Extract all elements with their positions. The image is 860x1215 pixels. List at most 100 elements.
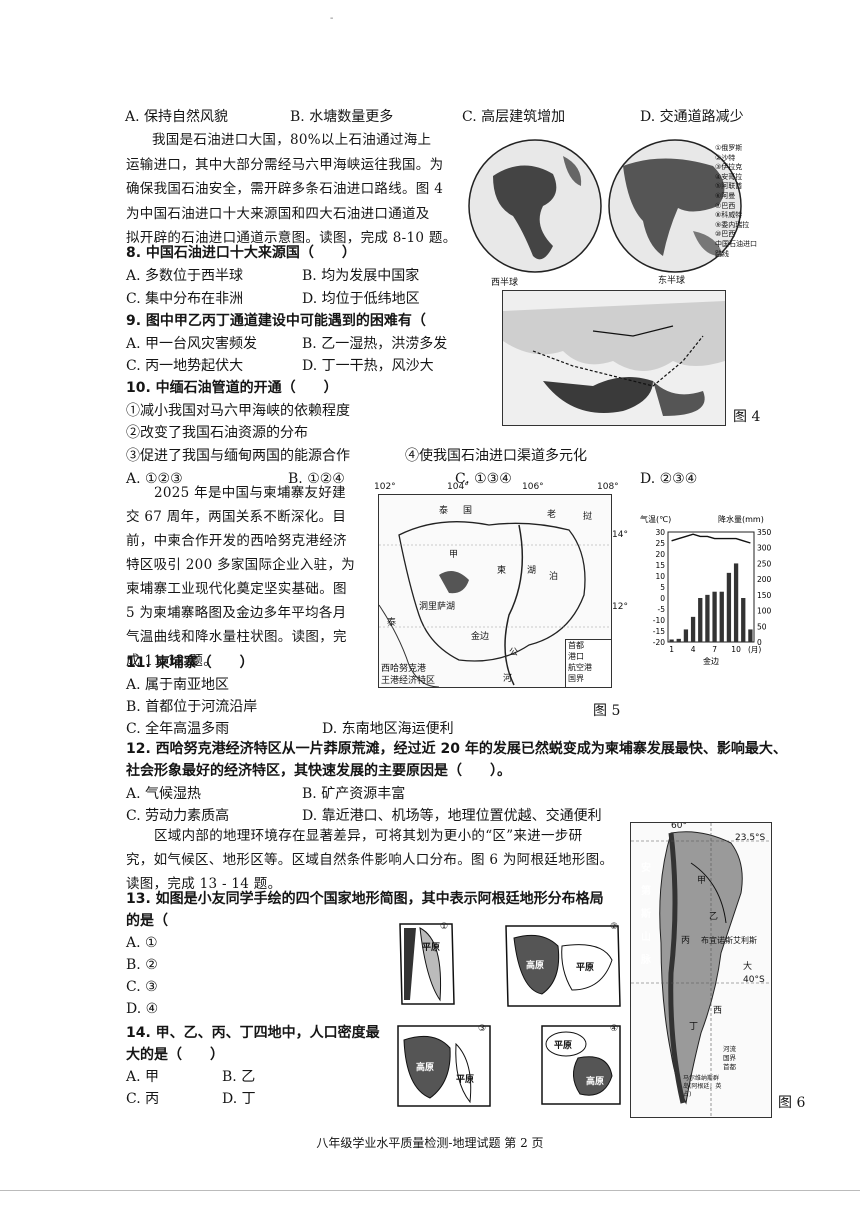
cambodia-intro: 2025 年是中国与柬埔寨友好建 交 67 周年，两国关系不断深化。目 前，中柬… (126, 481, 355, 673)
q10-item-1: ①减小我国对马六甲海峡的依赖程度 (126, 403, 350, 419)
legend-item: ⑨委内瑞拉 (715, 220, 750, 229)
precip-bar (719, 591, 724, 642)
q8-option-c: C. 集中分布在非洲 (126, 291, 244, 307)
islands-label: 马尔维纳斯群岛(阿根廷，英占) (683, 1075, 722, 1098)
lon-label: 104° (447, 482, 469, 492)
legend-item: ⑧科威特 (715, 211, 743, 220)
precip-bar (683, 629, 689, 642)
page-footer: 八年级学业水平质量检测-地理试题 第 2 页 (316, 1136, 544, 1150)
oil-intro-line: 拟开辟的石油进口通道示意图。读图，完成 8-10 题。 (126, 230, 457, 246)
q13-stem-line: 的是（ (126, 913, 168, 929)
q12-stem-line: 12. 西哈努克港经济特区从一片莽原荒滩，经过近 20 年的发展已然蜕变成为柬埔… (126, 741, 787, 757)
legend-item: 首都 (568, 641, 584, 650)
q12-option-c: C. 劳动力素质高 (126, 808, 230, 824)
q13-option-c: C. ③ (126, 979, 158, 995)
right-tick-label: 150 (757, 591, 772, 600)
figure-5-caption: 图 5 (593, 703, 621, 719)
left-tick-label: 10 (655, 572, 665, 581)
q7-option-a: A. 保持自然风貌 (125, 109, 229, 125)
figure-4-hemispheres: 西半球 东半球 ①俄罗斯 ②沙特 ③伊拉克 ④安哥拉 ⑤阿联酋 ⑥阿曼 ⑦巴西 … (463, 136, 757, 288)
sketch-number: ④ (610, 1024, 619, 1034)
map-label: 柬 (497, 566, 507, 576)
q9-option-d: D. 丁一干热，风沙大 (302, 358, 434, 374)
q14-stem-line: 14. 甲、乙、丙、丁四地中，人口密度最 (126, 1025, 380, 1041)
argentina-map-drawing (631, 823, 771, 1117)
q9-option-a: A. 甲一台风灾害频发 (126, 336, 258, 352)
q7-option-c: C. 高层建筑增加 (462, 109, 566, 125)
left-tick-label: -15 (653, 627, 665, 636)
q11-stem: 11. 柬埔寨（ ） (126, 655, 254, 671)
lon-label: 106° (522, 482, 544, 492)
q14-stem-line: 大的是（ ） (126, 1047, 224, 1063)
cambodia-intro-line: 前，中柬合作开发的西哈努克港经济 (126, 533, 347, 549)
fig6-lon-label: 60° (671, 822, 687, 831)
map-label: 公 (509, 648, 519, 658)
figure-5-map: 102° 104° 106° 108° 泰 国 老 挝 甲 柬 湖 泊 泰 洞里… (372, 482, 628, 692)
map-label: 湖 (527, 566, 537, 576)
lon-label: 108° (597, 482, 619, 492)
q13-option-b: B. ② (126, 957, 158, 973)
precip-bar (741, 598, 746, 642)
q12-stem-line: 社会形象最好的经济特区，其快速发展的主要原因是（ ）。 (126, 763, 511, 779)
fig5-legend: 首都 港口 航空港 国界 (565, 639, 611, 687)
precip-bar (690, 616, 696, 642)
figure-4-route-map (502, 290, 726, 426)
legend-item: 中国石油进口路线 (715, 239, 757, 258)
plot-frame (667, 531, 755, 643)
q13-stem-line: 13. 如图是小友同学手绘的四个国家地形简图，其中表示阿根廷地形分布格局 (126, 891, 604, 907)
q9-option-b: B. 乙一湿热，洪涝多发 (302, 336, 448, 352)
ocean-label: 大 (743, 962, 753, 972)
q10-stem: 10. 中缅石油管道的开通（ ） (126, 380, 338, 396)
sketch-1: ① 平原 (396, 920, 456, 1008)
sketch-number: ② (610, 922, 619, 932)
precip-bar (726, 572, 732, 642)
left-tick-label: 30 (655, 528, 665, 537)
cambodia-map-frame: 泰 国 老 挝 甲 柬 湖 泊 泰 洞里萨湖 金边 公 河 西哈努克港 王港经济… (378, 494, 612, 688)
legend-item: ③伊拉克 (715, 163, 743, 172)
figure-4-caption: 图 4 (733, 409, 761, 425)
q13-option-a: A. ① (126, 935, 158, 951)
q7-option-b: B. 水塘数量更多 (290, 109, 394, 125)
region-label: 乙 (709, 912, 719, 922)
fig6-lat-label: 40°S (743, 975, 765, 985)
climate-chart-svg: 气温(℃)降水量(mm)302520151050-5-10-15-2035030… (640, 514, 772, 666)
hemisphere-map (468, 139, 742, 273)
left-tick-label: 0 (660, 594, 665, 603)
q8-option-b: B. 均为发展中国家 (302, 268, 420, 284)
fig4-legend: ①俄罗斯 ②沙特 ③伊拉克 ④安哥拉 ⑤阿联酋 ⑥阿曼 ⑦巴西 ⑧科威特 ⑨委内… (715, 144, 757, 259)
q10-option-b: B. ①②④ (288, 471, 345, 487)
q10-item-3: ③促进了我国与缅甸两国的能源合作 (126, 448, 350, 464)
argentina-intro-line: 究，如气候区、地形区等。区域自然条件影响人口分布。图 6 为阿根廷地形图。 (126, 852, 614, 868)
q12-option-b: B. 矿产资源丰富 (302, 786, 406, 802)
sketch-4: ④ 平原 高原 (538, 1022, 624, 1108)
map-label: 洞里萨湖 (419, 602, 456, 612)
right-tick-label: 200 (757, 575, 772, 584)
q10-option-a: A. ①②③ (126, 471, 183, 487)
q11-option-a: A. 属于南亚地区 (126, 677, 230, 693)
precip-bar (733, 563, 739, 642)
q12-option-a: A. 气候湿热 (126, 786, 202, 802)
page-mark: - (330, 13, 334, 24)
map-label: 金边 (471, 632, 490, 642)
left-tick-label: -10 (653, 616, 665, 625)
andes-char: 脉 (641, 955, 651, 966)
lon-label: 102° (374, 482, 396, 492)
right-tick-label: 100 (757, 607, 772, 616)
q10-option-c: C. ①③④ (455, 471, 512, 487)
sketch-3: ③ 高原 平原 (394, 1022, 494, 1110)
precip-bar (705, 594, 710, 642)
oil-intro-line: 确保我国石油安全，需开辟多条石油进口路线。图 4 (126, 181, 444, 197)
legend-item: ④安哥拉 (715, 172, 743, 181)
andes-label: 安 第 斯 山 脉 (641, 857, 651, 972)
andes-char: 安 (641, 863, 651, 874)
map-label: 国 (463, 506, 473, 516)
q8-stem: 8. 中国石油进口十大来源国（ ） (126, 245, 356, 261)
andes-char: 斯 (641, 909, 651, 920)
andes-char: 山 (641, 932, 651, 943)
cambodia-intro-line: 气温曲线和降水量柱状图。读图，完 (126, 629, 347, 645)
q10-option-d: D. ②③④ (640, 471, 698, 487)
y-axis-left-title: 气温(℃) (640, 514, 671, 524)
capital-label: 布宜诺斯艾利斯 (701, 936, 757, 945)
route-map-drawing (503, 291, 725, 425)
